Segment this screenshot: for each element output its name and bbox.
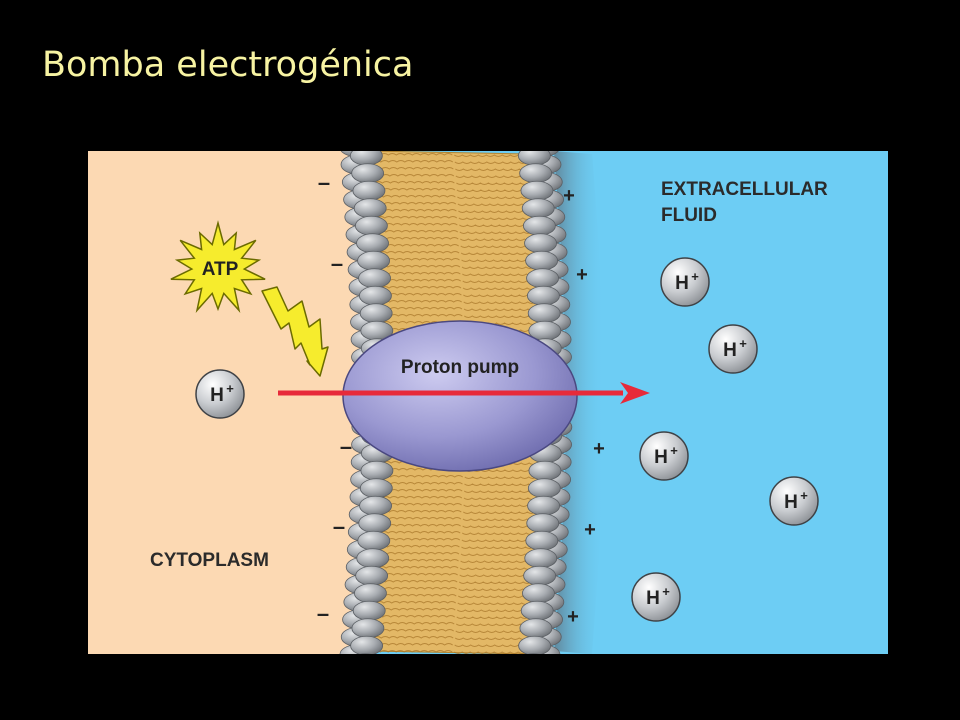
ion-extracellular-5: H+: [631, 572, 681, 622]
proton-pump-diagram: ATP Proton pump H+H+H+H+H+H+ –––––+++++ …: [88, 151, 888, 654]
hydrogen-ion-icon: [195, 369, 245, 419]
ion-symbol: H: [654, 447, 668, 468]
atp-label: ATP: [202, 259, 239, 280]
ion-extracellular-2: H+: [708, 324, 758, 374]
positive-charge-5: +: [567, 606, 579, 628]
ion-charge: +: [800, 488, 808, 503]
ion-symbol: H: [210, 385, 224, 406]
extracellular-label-line2: FLUID: [661, 205, 717, 226]
ion-extracellular-4: H+: [769, 476, 819, 526]
proton-pump-label: Proton pump: [401, 357, 519, 378]
extracellular-label-line1: EXTRACELLULAR: [661, 179, 828, 200]
ion-extracellular-1: H+: [660, 257, 710, 307]
hydrogen-ion-icon: [639, 431, 689, 481]
hydrogen-ion-icon: [660, 257, 710, 307]
positive-charge-1: +: [563, 185, 575, 207]
transport-arrow-head: [620, 382, 650, 404]
ion-symbol: H: [646, 588, 660, 609]
negative-charge-5: –: [317, 601, 329, 626]
ion-symbol: H: [723, 340, 737, 361]
ion-extracellular-3: H+: [639, 431, 689, 481]
ion-charge: +: [662, 584, 670, 599]
negative-charge-2: –: [331, 251, 343, 276]
cytoplasm-label: CYTOPLASM: [150, 550, 269, 571]
ion-cytoplasm: H+: [195, 369, 245, 419]
ion-symbol: H: [784, 492, 798, 513]
hydrogen-ion-icon: [631, 572, 681, 622]
negative-charge-4: –: [333, 514, 345, 539]
ion-charge: +: [226, 381, 234, 396]
hydrogen-ion-icon: [769, 476, 819, 526]
negative-charge-3: –: [340, 434, 352, 459]
ion-charge: +: [739, 336, 747, 351]
hydrogen-ion-icon: [708, 324, 758, 374]
ion-charge: +: [691, 269, 699, 284]
positive-charge-2: +: [576, 264, 588, 286]
positive-charge-3: +: [593, 438, 605, 460]
ion-charge: +: [670, 443, 678, 458]
atp-burst-icon: [170, 220, 266, 313]
positive-charge-4: +: [584, 519, 596, 541]
proton-pump: [342, 320, 578, 472]
negative-charge-1: –: [318, 170, 330, 195]
ion-symbol: H: [675, 273, 689, 294]
slide-title: Bomba electrogénica: [42, 45, 414, 85]
energy-bolt-icon: [261, 286, 329, 377]
